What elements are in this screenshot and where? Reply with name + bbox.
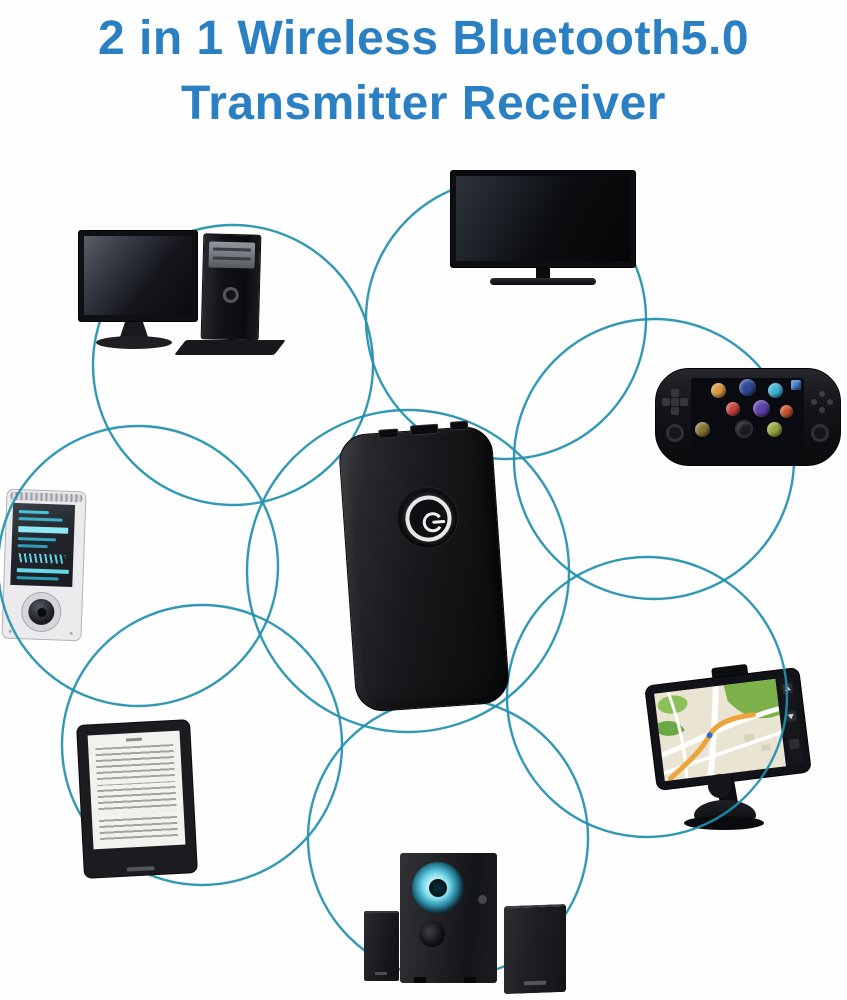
monitor [78,230,198,322]
tower-base [174,340,286,355]
tv-frame [450,170,636,268]
app-tile [791,380,801,390]
power-button [403,494,454,544]
app-bubble [739,379,756,396]
game-console-icon [655,368,841,466]
dpad [671,398,679,406]
power-button-well [394,484,461,551]
page-header-mark [125,737,142,742]
driver-core [429,879,447,897]
hub-body [337,420,511,714]
power-icon [422,512,446,533]
console-screen [691,378,804,456]
paragraph-gap [96,775,176,786]
television-icon [448,170,644,290]
app-bubble [767,422,782,437]
monitor-stand-base [96,336,172,349]
paragraph-gap [98,809,177,820]
audio-port [449,420,469,431]
usb-port [409,423,439,436]
monitor-stand-neck [120,322,148,337]
drive-bay [208,241,256,269]
suction-cup-base [684,816,764,830]
title-line-1: 2 in 1 Wireless Bluetooth5.0 [97,12,750,65]
volume-knob [478,895,487,904]
drive-slot [212,247,252,252]
page-text [95,744,179,843]
tv-stand-base [490,278,596,285]
right-analog-stick [811,424,829,442]
app-bubble [695,422,710,437]
tv-screen [456,176,630,261]
e-reader-screen [87,730,186,850]
desktop-computer-icon [62,222,302,377]
app-bubble [711,383,726,398]
app-bubble [768,383,783,398]
app-bubble [726,402,740,416]
monitor-screen [84,236,192,315]
app-bubble [780,405,793,418]
gps-navigator-icon [644,662,825,834]
gps-unit [644,666,812,792]
e-reader-icon [76,719,198,879]
app-bubble [735,420,753,438]
map-graphic [654,678,786,782]
app-bubble [753,400,770,417]
page-title: 2 in 1 Wireless Bluetooth5.0 Transmitter… [0,6,847,136]
speaker-foot [464,977,476,983]
tv-stand-neck [536,268,550,279]
computer-tower [200,233,262,341]
title-line-2: Transmitter Receiver [181,77,666,130]
audio-port [378,428,399,439]
subwoofer [400,853,497,983]
gps-map-screen [654,678,786,782]
glowing-driver [412,862,464,914]
left-satellite-speaker [364,911,399,981]
bluetooth-hub-icon [337,418,570,718]
drive-slot [212,256,251,261]
connection-circle-mp3 [0,424,280,708]
tower-power-button [222,286,239,304]
speaker-foot [414,977,426,983]
speaker-system-icon [352,845,567,997]
left-analog-stick [666,424,684,442]
lower-driver [419,921,445,947]
right-satellite-speaker [504,903,566,995]
mount-joint [708,774,732,798]
connection-circle-gps [505,555,789,839]
face-buttons [819,399,825,405]
